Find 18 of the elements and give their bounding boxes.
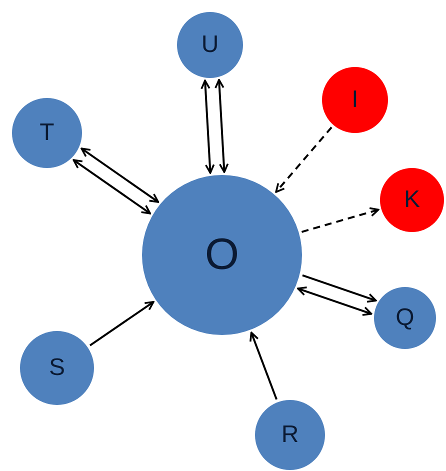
node-label: I bbox=[352, 86, 358, 114]
arrow bbox=[302, 274, 377, 303]
arrow bbox=[297, 286, 372, 316]
arrow bbox=[275, 126, 332, 193]
arrow bbox=[250, 332, 278, 400]
node-label: S bbox=[48, 354, 65, 382]
node-label: Q bbox=[396, 304, 414, 332]
arrow bbox=[80, 148, 160, 203]
node-label: R bbox=[281, 421, 299, 449]
arrow bbox=[89, 301, 154, 346]
arrow bbox=[301, 207, 380, 233]
arrow bbox=[72, 159, 152, 214]
node-label: T bbox=[40, 119, 54, 147]
arrow bbox=[200, 80, 215, 174]
node-label: U bbox=[201, 31, 219, 59]
node-label: O bbox=[204, 230, 240, 280]
arrow bbox=[214, 78, 229, 173]
node-label: K bbox=[404, 186, 420, 214]
